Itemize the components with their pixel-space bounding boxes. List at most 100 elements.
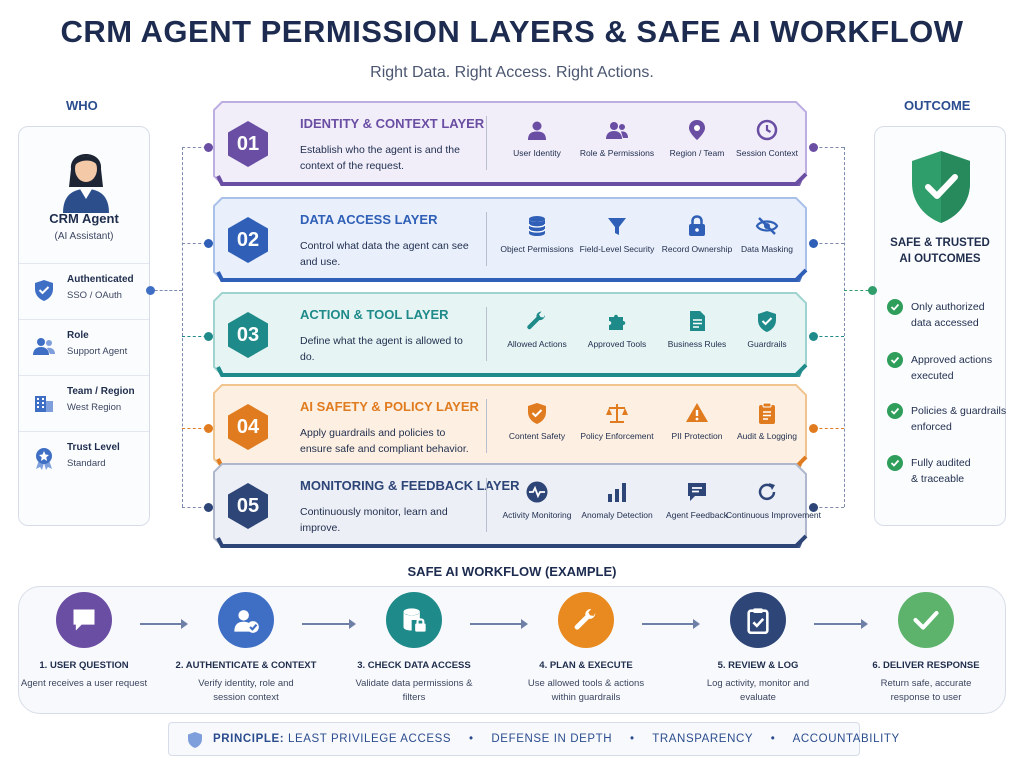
workflow-arrow xyxy=(642,619,700,629)
workflow-step-description: Validate data permissions & filters xyxy=(355,678,473,703)
wrench-icon xyxy=(527,311,545,330)
principle-item: DEFENSE IN DEPTH xyxy=(491,733,613,745)
database-icon xyxy=(528,216,546,236)
workflow-step-description: Return safe, accurate response to user xyxy=(880,678,972,703)
layer-feature-label: Record Ownership xyxy=(661,244,733,254)
filter-icon xyxy=(608,218,626,235)
principle-item: TRANSPARENCY xyxy=(652,733,753,745)
layer-feature: Region / Team xyxy=(656,118,738,158)
layer-number: 03 xyxy=(236,324,260,346)
workflow-title: SAFE AI WORKFLOW (EXAMPLE) xyxy=(407,564,617,579)
layer-feature-label: Role & Permissions xyxy=(579,148,655,158)
who-item-value: West Region xyxy=(67,402,122,413)
layer-divider xyxy=(486,307,487,361)
layer-feature: Content Safety xyxy=(496,401,578,441)
workflow-step-circle xyxy=(730,592,786,648)
connector-dot xyxy=(204,239,213,248)
who-panel: CRM Agent (AI Assistant) Authenticated S… xyxy=(18,126,150,526)
user-icon xyxy=(528,121,546,140)
workflow-step-title: 5. REVIEW & LOG xyxy=(717,660,799,671)
clipboard-check-icon xyxy=(747,608,769,634)
workflow-step-title: 4. PLAN & EXECUTE xyxy=(539,660,633,671)
workflow-step-circle xyxy=(558,592,614,648)
layer-band xyxy=(213,197,808,282)
page-subtitle: Right Data. Right Access. Right Actions. xyxy=(370,64,654,81)
workflow-step-description: Use allowed tools & actions within guard… xyxy=(527,678,645,703)
layer-description: Establish who the agent is and the conte… xyxy=(300,144,460,172)
layer-divider xyxy=(486,116,487,170)
workflow-arrow xyxy=(814,619,868,629)
layer-feature-label: Region / Team xyxy=(669,148,725,158)
who-item-value: Support Agent xyxy=(67,346,128,357)
layer-feature: Field-Level Security xyxy=(576,214,658,254)
connector-line xyxy=(182,243,212,244)
who-item-label: Team / Region xyxy=(67,386,135,397)
connector-dot xyxy=(204,503,213,512)
connector-line xyxy=(814,507,844,508)
scales-icon xyxy=(606,404,628,423)
layer-title: IDENTITY & CONTEXT LAYER xyxy=(300,116,485,131)
outcome-panel: SAFE & TRUSTED AI OUTCOMES Only authoriz… xyxy=(874,126,1006,526)
connector-dot xyxy=(868,286,877,295)
layer-feature: Anomaly Detection xyxy=(576,480,658,520)
connector-line xyxy=(182,147,183,507)
outcome-title: SAFE & TRUSTED AI OUTCOMES xyxy=(890,237,990,265)
connector-line xyxy=(182,428,212,429)
eye-off-icon xyxy=(755,217,779,235)
layer-feature: Object Permissions xyxy=(496,214,578,254)
layer-feature: Approved Tools xyxy=(576,309,658,349)
layer-feature-label: Data Masking xyxy=(741,244,793,254)
chat-icon xyxy=(688,483,706,501)
workflow-step-title: 2. AUTHENTICATE & CONTEXT xyxy=(175,660,317,671)
check-icon xyxy=(887,299,903,315)
connector-dot xyxy=(146,286,155,295)
shield-check-icon xyxy=(912,151,970,223)
agent-avatar-icon xyxy=(63,154,109,213)
layer-feature-label: Allowed Actions xyxy=(507,339,567,349)
who-item-label: Trust Level xyxy=(67,442,120,453)
principle-label: PRINCIPLE: xyxy=(213,733,285,745)
layer-feature: PII Protection xyxy=(656,401,738,441)
layer-number-hexagon xyxy=(228,483,268,529)
layer-divider xyxy=(486,478,487,532)
layer-band xyxy=(213,463,808,548)
layer-title: AI SAFETY & POLICY LAYER xyxy=(300,399,479,414)
layer-feature-label: Approved Tools xyxy=(587,339,647,349)
layer-feature-label: Object Permissions xyxy=(500,244,574,254)
connector-line xyxy=(814,428,844,429)
layer-feature-label: Guardrails xyxy=(747,339,787,349)
layer-number-hexagon xyxy=(228,217,268,263)
layer-number: 04 xyxy=(236,416,260,438)
layer-description: Apply guardrails and policies to ensure … xyxy=(300,427,469,455)
layer-feature: Policy Enforcement xyxy=(576,401,658,441)
principle-bar: PRINCIPLE: LEAST PRIVILEGE ACCESS • DEFE… xyxy=(168,722,899,756)
who-item-role: Role Support Agent xyxy=(19,319,149,375)
workflow-panel xyxy=(18,586,1006,714)
connector-dot xyxy=(809,503,818,512)
connector-line xyxy=(814,336,844,337)
bar-chart-icon xyxy=(608,483,626,502)
shield-check-icon xyxy=(528,403,546,424)
connector-dot xyxy=(204,424,213,433)
check-icon xyxy=(887,352,903,368)
who-item-label: Role xyxy=(67,330,89,341)
who-item-trust-level: Trust Level Standard xyxy=(19,431,149,487)
connector-line xyxy=(844,147,845,507)
badge-icon xyxy=(36,448,52,470)
layer-title: MONITORING & FEEDBACK LAYER xyxy=(300,478,520,493)
layer-number-hexagon xyxy=(228,312,268,358)
agent-name: CRM Agent xyxy=(49,211,119,226)
workflow-arrow xyxy=(470,619,528,629)
layer-feature: Role & Permissions xyxy=(576,118,658,158)
who-item-authenticated: Authenticated SSO / OAuth xyxy=(19,263,149,319)
layer-feature-label: Field-Level Security xyxy=(579,244,655,254)
layer-feature-label: Business Rules xyxy=(667,339,727,349)
connector-line xyxy=(182,147,212,148)
building-icon xyxy=(35,396,53,412)
layer-feature-label: Continuous Improvement xyxy=(726,510,821,520)
